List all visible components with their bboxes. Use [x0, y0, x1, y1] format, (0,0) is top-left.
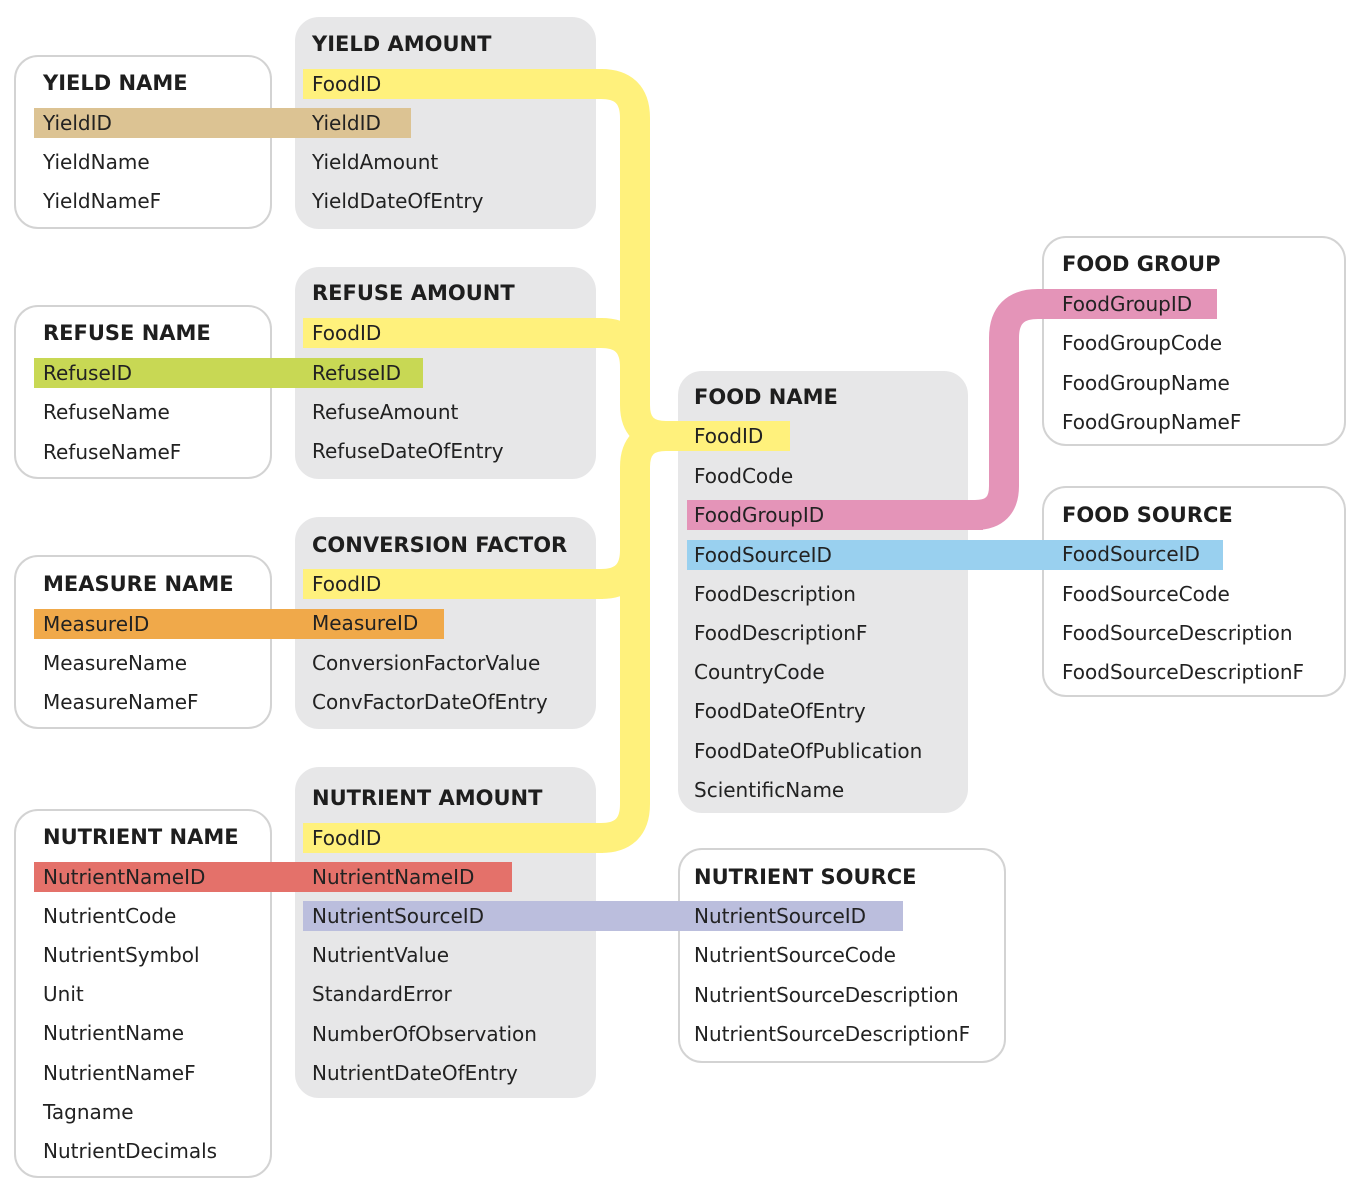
yield-name-table — [14, 55, 272, 229]
food-name-field-food-group-id: FoodGroupID — [694, 503, 825, 527]
food-source-field-food-source-id: FoodSourceID — [1062, 542, 1200, 566]
conversion-factor-title: CONVERSION FACTOR — [312, 533, 568, 557]
refuse-amount-field-refuse-amount: RefuseAmount — [312, 400, 459, 424]
refuse-name-field-refuse-name-f: RefuseNameF — [43, 440, 182, 464]
food-name-field-food-description-f: FoodDescriptionF — [694, 621, 868, 645]
measure-id-link-highlight — [34, 609, 444, 639]
nutrient-source-table — [678, 848, 1006, 1063]
food-group-id-connector — [974, 289, 1066, 530]
refuse-amount-field-food-id: FoodID — [312, 321, 382, 345]
yield-amount-field-yield-date-of-entry: YieldDateOfEntry — [312, 189, 484, 213]
conversion-factor-field-measure-id: MeasureID — [312, 611, 419, 635]
yield-food-id-highlight — [303, 69, 603, 99]
nutrient-source-id-link-highlight — [303, 901, 903, 931]
measure-name-field-measure-name-f: MeasureNameF — [43, 690, 199, 714]
conversion-factor-field-conv-factor-date-of-entry: ConvFactorDateOfEntry — [312, 690, 548, 714]
food-group-field-food-group-id: FoodGroupID — [1062, 292, 1193, 316]
food-name-title: FOOD NAME — [694, 385, 838, 409]
nutrient-name-field-nutrient-code: NutrientCode — [43, 904, 177, 928]
food-source-table — [1042, 486, 1346, 697]
food-group-field-food-group-name-f: FoodGroupNameF — [1062, 410, 1242, 434]
nutrient-source-title: NUTRIENT SOURCE — [694, 865, 917, 889]
food-source-field-food-source-code: FoodSourceCode — [1062, 582, 1230, 606]
food-name-field-food-date-of-entry: FoodDateOfEntry — [694, 699, 866, 723]
nutrient-name-field-nutrient-name-id: NutrientNameID — [43, 865, 206, 889]
yield-amount-field-yield-amount: YieldAmount — [312, 150, 439, 174]
nutrient-amount-table — [295, 767, 596, 1098]
food-name-field-food-code: FoodCode — [694, 464, 794, 488]
nutrient-name-field-tagname: Tagname — [43, 1100, 134, 1124]
refuse-id-link-highlight — [34, 358, 423, 388]
conversion-factor-field-food-id: FoodID — [312, 572, 382, 596]
yield-name-field-yield-id: YieldID — [43, 111, 112, 135]
food-name-field-country-code: CountryCode — [694, 660, 825, 684]
conversion-food-id-highlight — [303, 569, 603, 599]
food-group-id-highlight — [687, 500, 983, 530]
nutrient-amount-field-nutrient-source-id: NutrientSourceID — [312, 904, 485, 928]
measure-name-field-measure-id: MeasureID — [43, 612, 150, 636]
nutrient-amount-field-number-of-observation: NumberOfObservation — [312, 1022, 537, 1046]
yield-name-title: YIELD NAME — [43, 71, 188, 95]
yield-name-field-yield-name: YieldName — [43, 150, 150, 174]
refuse-amount-field-refuse-date-of-entry: RefuseDateOfEntry — [312, 439, 504, 463]
food-group-field-food-group-code: FoodGroupCode — [1062, 331, 1223, 355]
nutrient-amount-field-nutrient-value: NutrientValue — [312, 943, 450, 967]
nutrient-name-field-nutrient-name-f: NutrientNameF — [43, 1061, 196, 1085]
nutrient-source-field-nutrient-source-description-f: NutrientSourceDescriptionF — [694, 1022, 971, 1046]
food-name-field-food-date-of-publication: FoodDateOfPublication — [694, 739, 923, 763]
nutrient-name-id-link-highlight — [34, 862, 512, 892]
refuse-name-field-refuse-name: RefuseName — [43, 400, 170, 424]
nutrient-source-field-nutrient-source-code: NutrientSourceCode — [694, 943, 896, 967]
measure-name-field-measure-name: MeasureName — [43, 651, 188, 675]
food-source-title: FOOD SOURCE — [1062, 503, 1233, 527]
refuse-name-title: REFUSE NAME — [43, 321, 211, 345]
nutrient-name-field-unit: Unit — [43, 982, 84, 1006]
yield-amount-field-yield-id: YieldID — [312, 111, 381, 135]
yield-amount-field-food-id: FoodID — [312, 72, 382, 96]
nutrient-source-field-nutrient-source-id: NutrientSourceID — [694, 904, 867, 928]
nutrient-name-field-nutrient-name: NutrientName — [43, 1021, 185, 1045]
nutrient-amount-field-nutrient-date-of-entry: NutrientDateOfEntry — [312, 1061, 518, 1085]
nutrient-amount-field-standard-error: StandardError — [312, 982, 452, 1006]
nutrient-food-id-highlight — [303, 823, 603, 853]
refuse-amount-field-refuse-id: RefuseID — [312, 361, 402, 385]
measure-name-title: MEASURE NAME — [43, 572, 234, 596]
food-name-field-scientific-name: ScientificName — [694, 778, 845, 802]
nutrient-name-title: NUTRIENT NAME — [43, 825, 239, 849]
yield-food-id-connector — [586, 69, 681, 451]
food-group-id-target-highlight — [1055, 289, 1217, 319]
nutrient-source-field-nutrient-source-description: NutrientSourceDescription — [694, 983, 959, 1007]
nutrient-amount-field-nutrient-name-id: NutrientNameID — [312, 865, 475, 889]
yield-amount-title: YIELD AMOUNT — [312, 32, 492, 56]
food-source-field-food-source-description: FoodSourceDescription — [1062, 621, 1293, 645]
food-group-title: FOOD GROUP — [1062, 252, 1221, 276]
conversion-factor-field-conversion-factor-value: ConversionFactorValue — [312, 651, 541, 675]
measure-name-table — [14, 555, 272, 729]
food-name-field-food-id: FoodID — [694, 424, 764, 448]
food-source-id-link-highlight — [687, 540, 1223, 570]
refuse-food-id-highlight — [303, 318, 603, 348]
nutrient-name-field-nutrient-decimals: NutrientDecimals — [43, 1139, 218, 1163]
food-name-field-food-description: FoodDescription — [694, 582, 856, 606]
food-source-field-food-source-description-f: FoodSourceDescriptionF — [1062, 660, 1305, 684]
food-group-table — [1042, 236, 1346, 446]
nutrient-name-field-nutrient-symbol: NutrientSymbol — [43, 943, 200, 967]
food-group-field-food-group-name: FoodGroupName — [1062, 371, 1230, 395]
nutrient-food-id-connector — [586, 550, 650, 853]
refuse-amount-title: REFUSE AMOUNT — [312, 281, 515, 305]
nutrient-amount-title: NUTRIENT AMOUNT — [312, 786, 543, 810]
yield-id-link-highlight — [34, 108, 411, 138]
refuse-name-table — [14, 305, 272, 479]
refuse-food-id-connector — [586, 318, 650, 368]
food-name-food-id-highlight — [660, 421, 790, 451]
yield-name-field-yield-name-f: YieldNameF — [43, 189, 162, 213]
refuse-name-field-refuse-id: RefuseID — [43, 361, 133, 385]
nutrient-amount-field-food-id: FoodID — [312, 826, 382, 850]
food-name-field-food-source-id: FoodSourceID — [694, 543, 832, 567]
